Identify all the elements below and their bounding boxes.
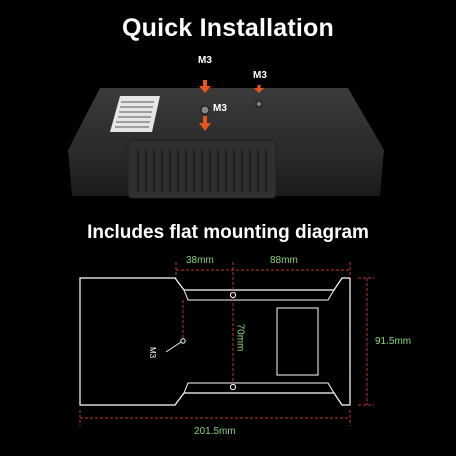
diagram-subtitle: Includes flat mounting diagram (87, 222, 369, 243)
dim-height: 91.5mm (375, 336, 412, 347)
screw-label-right: M3 (253, 70, 267, 81)
product-image (68, 80, 384, 199)
arrow-icon (254, 85, 264, 93)
sticker-text-lines (115, 101, 154, 128)
dimension-lines (79, 262, 374, 426)
cutout-window (276, 307, 319, 376)
screw-hole-center (200, 105, 210, 115)
page-title: Quick Installation (122, 14, 334, 42)
screw-label-top: M3 (198, 55, 212, 66)
hole-label: M3 (148, 346, 158, 359)
screw-label-center: M3 (213, 103, 227, 114)
inner-slot-bottom (183, 382, 335, 394)
mount-hole-left (180, 338, 186, 344)
hole-leader (165, 341, 182, 353)
screw-hole-right (255, 100, 263, 108)
arrow-icon (199, 80, 211, 93)
dim-hole-spacing-vertical: 70mm (234, 323, 246, 352)
plate-outline (79, 277, 351, 406)
device-sticker (110, 96, 160, 132)
inner-slot-top (183, 289, 335, 301)
arrow-icon (199, 116, 211, 131)
mount-hole-bottom (229, 383, 237, 391)
dim-width: 201.5mm (194, 426, 236, 437)
device-ribs (137, 150, 267, 192)
dim-left-offset: 38mm (186, 255, 214, 266)
dim-hole-spacing-horizontal: 88mm (270, 255, 298, 266)
